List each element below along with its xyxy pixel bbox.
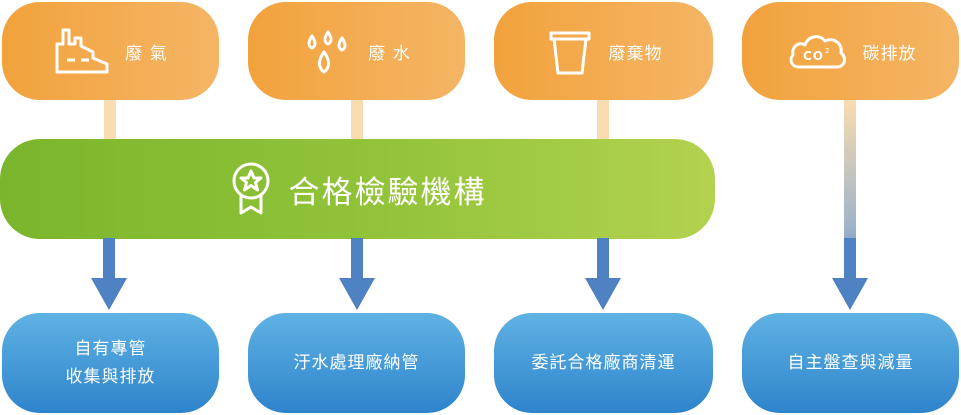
arrow-down-icon	[91, 238, 127, 310]
co2-cloud-icon: CO 2	[785, 29, 849, 73]
connector-waste-water	[351, 100, 363, 140]
outcome-label: 委託合格廠商清運	[531, 353, 676, 373]
connector-waste-gas	[104, 100, 116, 140]
source-label: 廢 水	[368, 43, 411, 64]
source-label: 碳排放	[862, 43, 917, 64]
trash-bin-icon	[545, 25, 595, 77]
outcome-box-self-managed: 自有專管 收集與排放	[2, 313, 219, 413]
outcome-box-contractor: 委託合格廠商清運	[494, 313, 713, 413]
outcome-label-line1: 自有專管	[74, 339, 147, 359]
outcome-box-sewage-plant: 汙水處理廠納管	[248, 313, 465, 413]
source-label: 廢 氣	[125, 43, 168, 64]
outcome-box-self-inventory: 自主盤查與減量	[742, 313, 959, 413]
outcome-label: 自主盤查與減量	[787, 353, 914, 373]
connector-carbon	[844, 100, 856, 280]
certified-inspection-bar: 合格檢驗機構	[0, 139, 715, 239]
source-label: 廢棄物	[608, 43, 663, 64]
water-drops-icon	[302, 26, 354, 76]
connector-waste	[597, 100, 609, 140]
svg-text:CO: CO	[803, 49, 824, 63]
source-box-waste-gas: 廢 氣	[2, 2, 219, 100]
source-box-waste: 廢棄物	[494, 2, 713, 100]
factory-icon	[53, 26, 111, 76]
arrow-down-icon	[339, 238, 375, 310]
center-title: 合格檢驗機構	[288, 174, 487, 211]
outcome-label-line2: 收集與排放	[65, 367, 156, 387]
award-badge-icon	[229, 161, 273, 217]
source-box-carbon: CO 2 碳排放	[742, 2, 959, 100]
svg-text:2: 2	[825, 47, 830, 55]
arrow-down-icon	[585, 238, 621, 310]
arrow-down-icon	[832, 238, 868, 310]
source-box-waste-water: 廢 水	[248, 2, 465, 100]
outcome-label: 汙水處理廠納管	[293, 353, 420, 373]
